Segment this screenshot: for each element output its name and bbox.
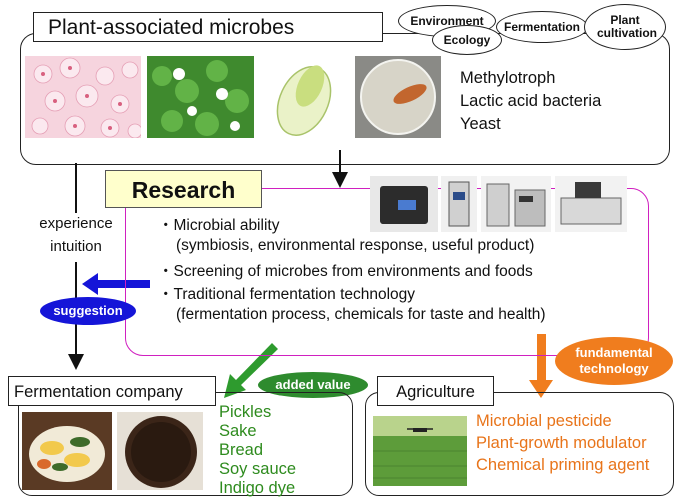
chromatograph-instrument-icon	[481, 176, 551, 232]
tag-plant-cultivation: Plant cultivation	[584, 4, 666, 50]
agriculture-panel	[365, 392, 674, 496]
indigo-dye-photo	[117, 412, 203, 490]
list-item: Indigo dye	[219, 479, 296, 497]
list-item: Plant-growth modulator	[476, 434, 647, 452]
list-item: Pickles	[219, 403, 272, 421]
pickles-photo	[22, 412, 112, 490]
agriculture-product-list: Microbial pesticide Plant-growth modulat…	[476, 410, 649, 476]
research-title: Research	[105, 170, 262, 208]
spectrometer-instrument-icon	[555, 176, 627, 232]
analyzer-instrument-icon	[441, 176, 477, 232]
experience-intuition-label: experience intuition	[18, 214, 134, 257]
tag-plant-cultivation-text: Plant cultivation	[597, 13, 658, 40]
agriculture-label: Agriculture	[377, 376, 494, 406]
research-item-screening: ・Screening of microbes from environments…	[158, 263, 533, 280]
microbe-type-list: Methylotroph Lactic acid bacteria Yeast	[460, 67, 601, 136]
fundamental-text: fundamental	[575, 345, 653, 360]
fermentation-product-list: Pickles Sake Bread Soy sauce Indigo dye	[219, 403, 296, 498]
page-title: Plant-associated microbes	[33, 12, 383, 42]
list-item: Bread	[219, 441, 264, 459]
tag-ecology: Ecology	[432, 25, 502, 55]
research-item-microbial-ability: ・Microbial ability	[158, 217, 280, 234]
list-item: Yeast	[460, 115, 501, 133]
cherry-blossom-photo	[25, 56, 141, 138]
research-item-fermentation: ・Traditional fermentation technology	[158, 286, 416, 303]
cabbage-photo	[262, 56, 347, 138]
added-value-badge: added value	[258, 372, 368, 398]
research-item-detail: (fermentation process, chemicals for tas…	[176, 306, 546, 323]
list-item: Lactic acid bacteria	[460, 92, 602, 110]
list-item: Sake	[219, 422, 257, 440]
sequencer-instrument-icon	[370, 176, 438, 232]
fermentation-company-label: Fermentation company	[8, 376, 216, 406]
list-item: Microbial pesticide	[476, 412, 612, 430]
drone-field-photo	[373, 416, 467, 486]
petri-dish-photo	[355, 56, 441, 138]
technology-text: technology	[579, 361, 649, 376]
suggestion-badge: suggestion	[40, 297, 136, 325]
research-item-detail: (symbiosis, environmental response, usef…	[176, 237, 535, 254]
list-item: Methylotroph	[460, 69, 556, 87]
fundamental-technology-badge: fundamental technology	[555, 337, 673, 385]
experience-text: experience	[39, 215, 113, 232]
intuition-text: intuition	[50, 238, 102, 255]
clover-photo	[147, 56, 254, 138]
list-item: Soy sauce	[219, 460, 297, 478]
list-item: Chemical priming agent	[476, 456, 650, 474]
